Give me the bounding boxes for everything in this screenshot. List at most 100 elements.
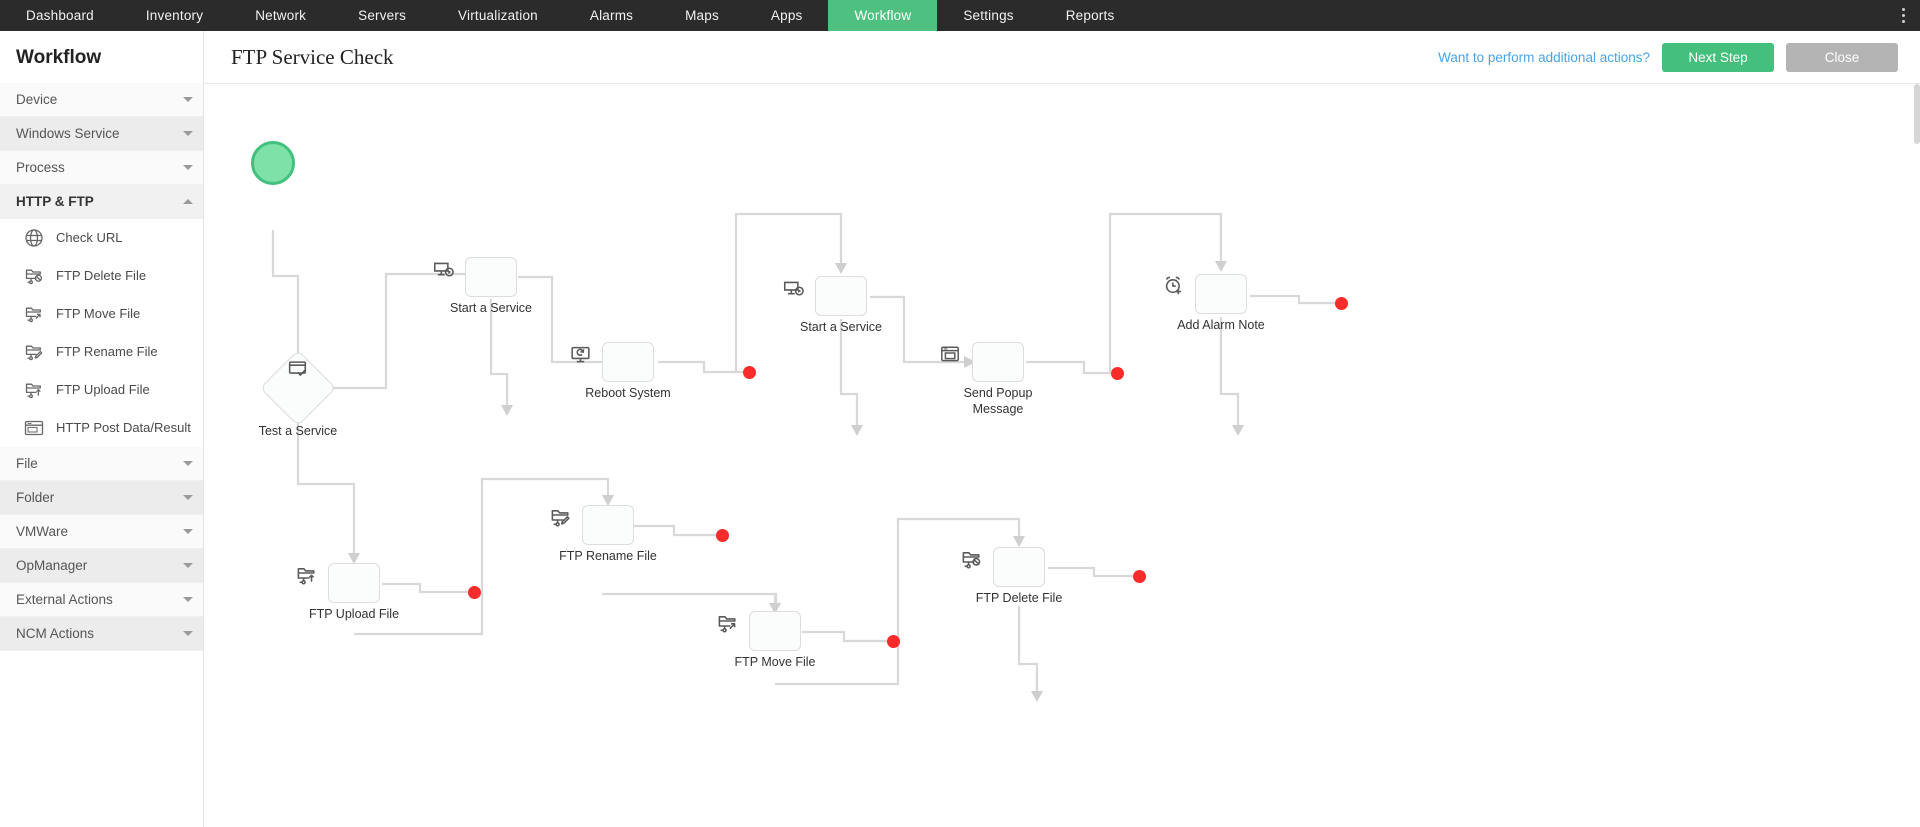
chevron-down-icon	[183, 97, 193, 102]
workflow-node-reboot-system[interactable]: Reboot System	[568, 342, 688, 402]
nav-item-dashboard[interactable]: Dashboard	[26, 8, 94, 23]
sidebar-group-folder[interactable]: Folder	[0, 481, 203, 515]
sidebar-group-label: Windows Service	[16, 126, 120, 141]
sidebar-item-label: FTP Delete File	[56, 268, 147, 284]
node-label: FTP Move File	[734, 655, 816, 669]
endpoint-send-popup-message[interactable]	[1111, 367, 1124, 380]
sidebar-title: Workflow	[16, 47, 102, 68]
nav-item-apps[interactable]: Apps	[770, 8, 803, 23]
workflow-canvas[interactable]: Test a Service Start a Service	[204, 84, 1920, 827]
nav-item-servers[interactable]: Servers	[358, 8, 407, 23]
node-icon-wrapper[interactable]	[551, 505, 634, 545]
workflow-node-ftp-upload-file[interactable]: FTP Upload File	[294, 563, 414, 623]
page-title: FTP Service Check	[231, 44, 394, 69]
chevron-down-icon	[183, 131, 193, 136]
sidebar-group-external-actions[interactable]: External Actions	[0, 583, 203, 617]
workflow-connectors	[271, 212, 1341, 702]
workflow-node-add-alarm-note[interactable]: Add Alarm Note	[1161, 274, 1281, 334]
monitor-play-icon	[433, 262, 454, 277]
endpoint-add-alarm-note[interactable]	[1335, 297, 1348, 310]
endpoint-reboot-system[interactable]	[743, 366, 756, 379]
next-step-button[interactable]: Next Step	[1662, 42, 1774, 72]
workflow-node-start-a-service-2[interactable]: Start a Service	[781, 276, 901, 336]
sidebar-item-check-url[interactable]: Check URL	[0, 219, 203, 257]
sidebar-group-label: HTTP & FTP	[16, 194, 94, 209]
workflow-node-test-a-service[interactable]: Test a Service	[238, 349, 358, 440]
ftp-move-icon	[22, 302, 46, 326]
node-icon-wrapper[interactable]	[962, 547, 1045, 587]
monitor-reboot-icon	[571, 346, 590, 363]
alarm-clock-plus-icon	[1165, 276, 1181, 295]
nav-item-alarms[interactable]: Alarms	[589, 8, 634, 23]
monitor-check-icon	[288, 361, 307, 377]
nav-item-network[interactable]: Network	[255, 8, 307, 23]
node-icon-wrapper[interactable]	[259, 349, 337, 427]
sidebar-item-ftp-upload-file[interactable]: FTP Upload File	[0, 371, 203, 409]
sidebar: Workflow Device Windows Service Process …	[0, 31, 204, 827]
ftp-delete-icon	[962, 552, 981, 569]
nav-item-workflow[interactable]: Workflow	[828, 0, 938, 31]
nav-item-maps[interactable]: Maps	[685, 8, 719, 23]
workflow-node-start-a-service-1[interactable]: Start a Service	[431, 257, 551, 317]
node-label: Reboot System	[585, 386, 671, 400]
sidebar-group-label: Folder	[16, 490, 55, 505]
sidebar-item-ftp-delete-file[interactable]: FTP Delete File	[0, 257, 203, 295]
sidebar-item-label: Check URL	[56, 230, 123, 246]
node-label: Add Alarm Note	[1177, 318, 1265, 332]
chevron-down-icon	[183, 631, 193, 636]
nav-item-settings[interactable]: Settings	[963, 8, 1014, 23]
nav-item-inventory[interactable]: Inventory	[145, 8, 204, 23]
sidebar-item-label: FTP Upload File	[56, 382, 150, 398]
close-button[interactable]: Close	[1786, 42, 1898, 72]
node-label: Start a Service	[800, 320, 882, 334]
sidebar-group-http-ftp[interactable]: HTTP & FTP	[0, 185, 203, 219]
endpoint-ftp-move-file[interactable]	[887, 635, 900, 648]
workflow-node-send-popup-message[interactable]: Send Popup Message	[938, 342, 1058, 417]
node-icon-wrapper[interactable]	[718, 611, 801, 651]
sidebar-item-ftp-move-file[interactable]: FTP Move File	[0, 295, 203, 333]
ftp-rename-icon	[22, 340, 46, 364]
node-label: FTP Rename File	[559, 549, 657, 563]
endpoint-ftp-delete-file[interactable]	[1133, 570, 1146, 583]
sidebar-group-file[interactable]: File	[0, 447, 203, 481]
ftp-move-icon	[718, 616, 736, 633]
nav-item-reports[interactable]: Reports	[1065, 8, 1115, 23]
sidebar-item-label: FTP Move File	[56, 306, 141, 322]
sidebar-group-device[interactable]: Device	[0, 83, 203, 117]
sidebar-group-label: OpManager	[16, 558, 88, 573]
nav-item-virtualization[interactable]: Virtualization	[458, 8, 538, 23]
workflow-start-node[interactable]	[251, 141, 295, 185]
sidebar-group-ncm-actions[interactable]: NCM Actions	[0, 617, 203, 651]
ftp-upload-icon	[297, 568, 315, 585]
sidebar-item-ftp-rename-file[interactable]: FTP Rename File	[0, 333, 203, 371]
sidebar-group-opmanager[interactable]: OpManager	[0, 549, 203, 583]
node-label: Start a Service	[450, 301, 532, 315]
workflow-node-ftp-rename-file[interactable]: FTP Rename File	[548, 505, 668, 565]
sidebar-group-vmware[interactable]: VMWare	[0, 515, 203, 549]
additional-actions-link[interactable]: Want to perform additional actions?	[1438, 49, 1650, 65]
workflow-node-ftp-move-file[interactable]: FTP Move File	[715, 611, 835, 671]
node-icon-wrapper[interactable]	[571, 342, 654, 382]
kebab-menu-icon[interactable]	[1886, 0, 1920, 31]
sidebar-group-label: NCM Actions	[16, 626, 95, 641]
node-icon-wrapper[interactable]	[783, 276, 867, 316]
node-label: Send Popup Message	[963, 386, 1033, 416]
workflow-node-ftp-delete-file[interactable]: FTP Delete File	[959, 547, 1079, 607]
sidebar-group-process[interactable]: Process	[0, 151, 203, 185]
chevron-down-icon	[183, 597, 193, 602]
endpoint-ftp-rename-file[interactable]	[716, 529, 729, 542]
chevron-down-icon	[183, 529, 193, 534]
sidebar-group-windows-service[interactable]: Windows Service	[0, 117, 203, 151]
canvas-scrollbar[interactable]	[1914, 84, 1920, 144]
sidebar-item-label: FTP Rename File	[56, 344, 158, 360]
node-icon-wrapper[interactable]	[1165, 274, 1247, 314]
node-icon-wrapper[interactable]	[941, 342, 1024, 382]
sidebar-item-http-post-data-result[interactable]: HTTP Post Data/Result	[0, 409, 203, 447]
sidebar-group-label: Process	[16, 160, 65, 175]
top-navigation-bar: Dashboard Inventory Network Servers Virt…	[0, 0, 1920, 31]
node-icon-wrapper[interactable]	[297, 563, 380, 603]
endpoint-ftp-upload-file[interactable]	[468, 586, 481, 599]
node-icon-wrapper[interactable]	[433, 257, 517, 297]
chevron-up-icon	[183, 199, 193, 204]
monitor-play-icon	[783, 281, 804, 296]
